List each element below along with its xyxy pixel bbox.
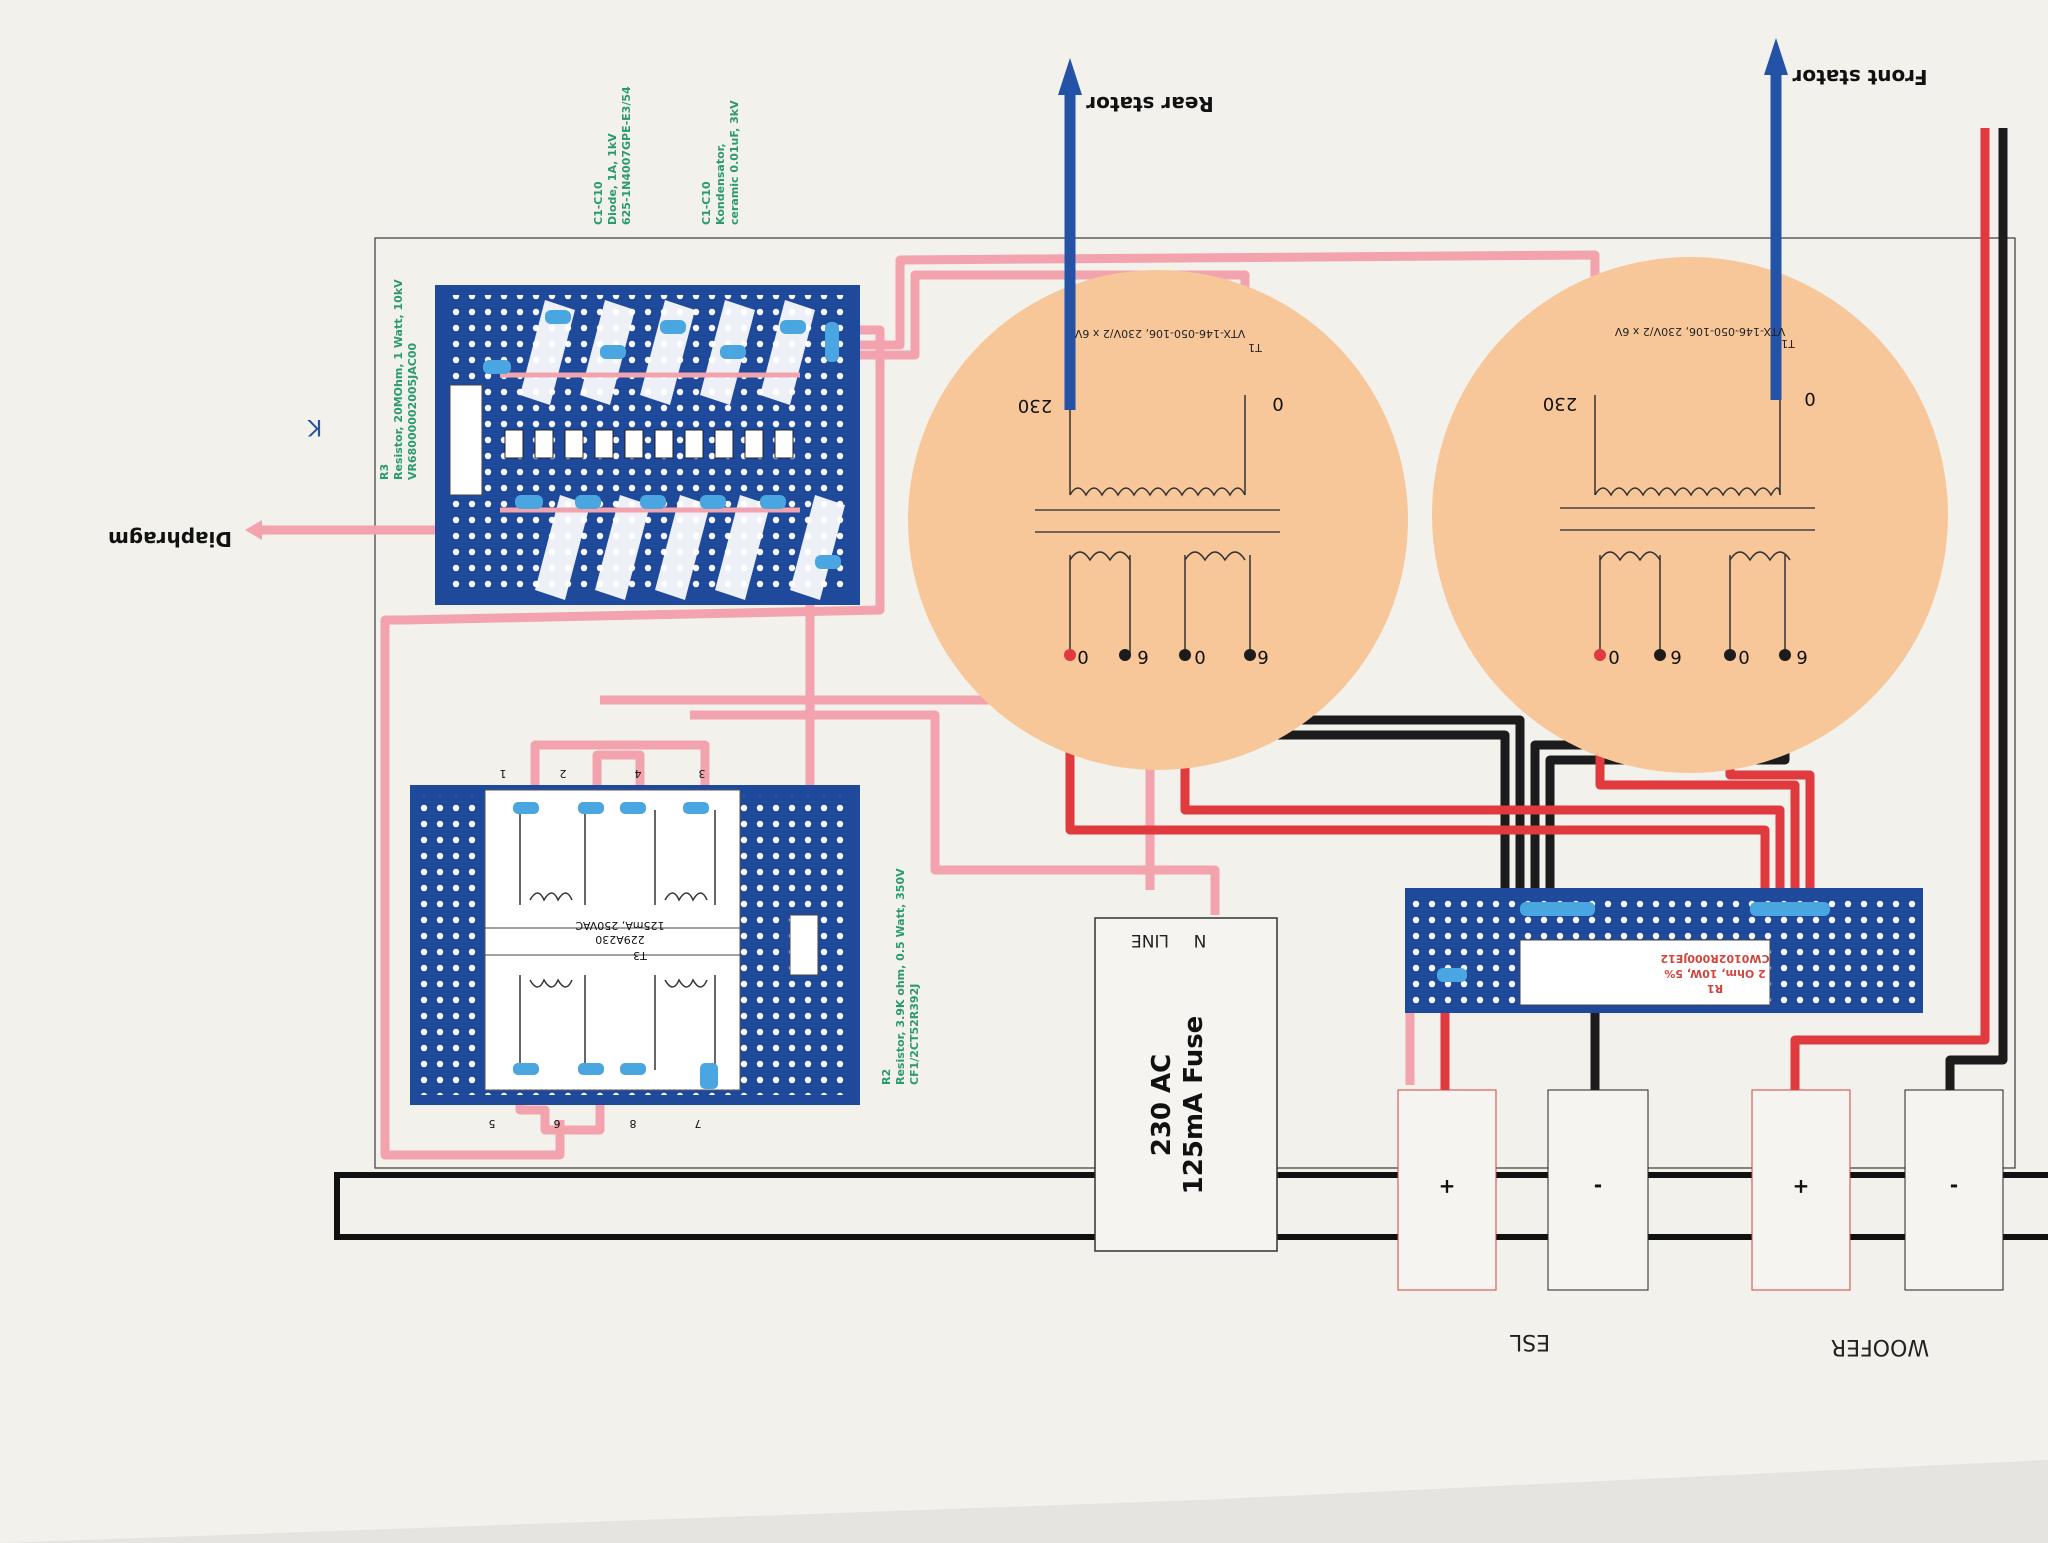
t1-left-sec-0a: 0 xyxy=(1077,646,1088,667)
r2-note-title: R2 xyxy=(880,1069,893,1085)
t1-left-sec-6a: 6 xyxy=(1137,646,1148,667)
esl-plus-sign: + xyxy=(1439,1175,1456,1199)
r1-resistor xyxy=(1519,939,1771,1006)
t1-right-id: T1 xyxy=(1781,337,1796,350)
t3-pin-3: 3 xyxy=(699,767,706,780)
t3-pin-5: 5 xyxy=(489,1117,496,1130)
woofer-minus-wire xyxy=(1945,128,2008,1095)
stator-arrows xyxy=(1058,38,1788,410)
t1-left-id: T1 xyxy=(1248,341,1263,354)
t3-windings xyxy=(519,810,716,1070)
fuse-rating: 125mA Fuse xyxy=(1179,1016,1209,1195)
diaphragm-arrowhead xyxy=(245,520,262,540)
diode-note-part: 625-1N4007GPE-E3/54 xyxy=(620,86,633,225)
t1-right-sec-0b: 0 xyxy=(1738,646,1749,667)
woofer-minus-terminal xyxy=(1904,1089,2004,1291)
rear-stator-label: Rear stator xyxy=(1086,92,1214,116)
t3-rating-1: 229A230 xyxy=(595,933,645,946)
t3-pin-4: 4 xyxy=(635,767,642,780)
t3-pin-8: 8 xyxy=(630,1117,637,1130)
esl-plus-terminal xyxy=(1397,1089,1497,1291)
t3-link-top xyxy=(530,740,710,800)
diaphragm-label: Diaphragm xyxy=(108,527,232,551)
fuse-box xyxy=(1094,917,1278,1252)
t3-pin-1: 1 xyxy=(500,767,507,780)
diode-row xyxy=(504,429,794,459)
esl-label: ESL xyxy=(1509,1329,1550,1354)
mains-return xyxy=(380,325,885,1160)
woofer-minus-sign: - xyxy=(1950,1175,1958,1199)
t3-pin-2: 2 xyxy=(560,767,567,780)
esl-minus-sign: - xyxy=(1594,1175,1602,1199)
r3-note-title: R3 xyxy=(378,464,391,480)
woofer-plus-wire xyxy=(1790,128,1990,1095)
r1-note-title: R1 xyxy=(1707,982,1723,995)
front-stator-arrowhead xyxy=(1764,38,1788,75)
fuse-n: N xyxy=(1194,930,1207,950)
t1-right-sec-0a: 0 xyxy=(1608,646,1619,667)
t3-pin-7: 7 xyxy=(695,1117,702,1130)
t3-feed-b xyxy=(690,710,1220,915)
diode-note-desc: Diode, 1A, 1kV xyxy=(606,133,619,225)
t1-left-part: VTX-146-050-106, 230V/2 x 6V xyxy=(1074,327,1245,340)
t1-right-part: VTX-146-050-106, 230V/2 x 6V xyxy=(1614,325,1785,338)
secondary-tap-dots xyxy=(1064,649,1791,661)
woofer-plus-sign: + xyxy=(1793,1175,1810,1199)
terminals xyxy=(1397,1089,2004,1291)
t1-left-sec-0b: 0 xyxy=(1194,646,1205,667)
hv-cascade-board xyxy=(435,285,860,605)
woofer-plus-terminal xyxy=(1751,1089,1851,1291)
r3-resistor xyxy=(449,384,483,496)
t3-pads xyxy=(513,802,718,1089)
esl-minus-terminal xyxy=(1547,1089,1649,1291)
t3-body xyxy=(484,789,741,1091)
t3-rating-2: 125mA, 250VAC xyxy=(575,919,664,932)
r3-note-desc: Resistor, 20MOhm, 1 Watt, 10kV xyxy=(392,279,405,480)
diode-note-title: C1-C10 xyxy=(592,181,605,225)
t1-left-0: 0 xyxy=(1272,393,1283,414)
r1-note-part: CW0102R000JE12 xyxy=(1660,952,1769,965)
woofer-label: WOOFER xyxy=(1831,1334,1929,1359)
front-stator-label: Front stator xyxy=(1792,65,1927,89)
cap-note-part: ceramic 0.01uF, 3kV xyxy=(728,100,741,225)
r2-note-desc: Resistor, 3.9K ohm, 0.5 Watt, 350V xyxy=(894,868,907,1085)
cap-note-title: C1-C10 xyxy=(700,181,713,225)
r1-board xyxy=(1405,888,1923,1013)
t3-id: T3 xyxy=(633,949,648,962)
t1-left-230: 230 xyxy=(1018,395,1052,416)
t1-left-sec-6b: 6 xyxy=(1257,646,1268,667)
t1-right-230: 230 xyxy=(1543,393,1577,414)
rear-stator-arrowhead xyxy=(1058,58,1082,95)
t1-right-0: 0 xyxy=(1804,388,1815,409)
r3-note-part: VR68000002005JAC00 xyxy=(406,342,419,480)
cap-note-desc: Kondensator, xyxy=(714,143,727,225)
handwritten-mark: K xyxy=(307,414,322,439)
cap-diode-ladder xyxy=(520,300,845,600)
ladder-traces xyxy=(500,372,800,513)
ladder-pads xyxy=(483,310,841,569)
t3-pin-6: 6 xyxy=(554,1117,561,1130)
t3-board xyxy=(410,785,860,1105)
t1-right-sec-6a: 6 xyxy=(1670,646,1681,667)
r2-note-part: CF1/2CT52R392J xyxy=(908,984,921,1085)
transformer-right xyxy=(1432,257,1948,773)
r2-resistor xyxy=(789,914,819,976)
t1-right-sec-6b: 6 xyxy=(1796,646,1807,667)
transformer-left xyxy=(908,270,1408,770)
fuse-voltage: 230 AC xyxy=(1147,1054,1177,1157)
r1-note-desc: 2 Ohm, 10W, 5% xyxy=(1664,967,1765,980)
fuse-line: LINE xyxy=(1131,930,1169,950)
